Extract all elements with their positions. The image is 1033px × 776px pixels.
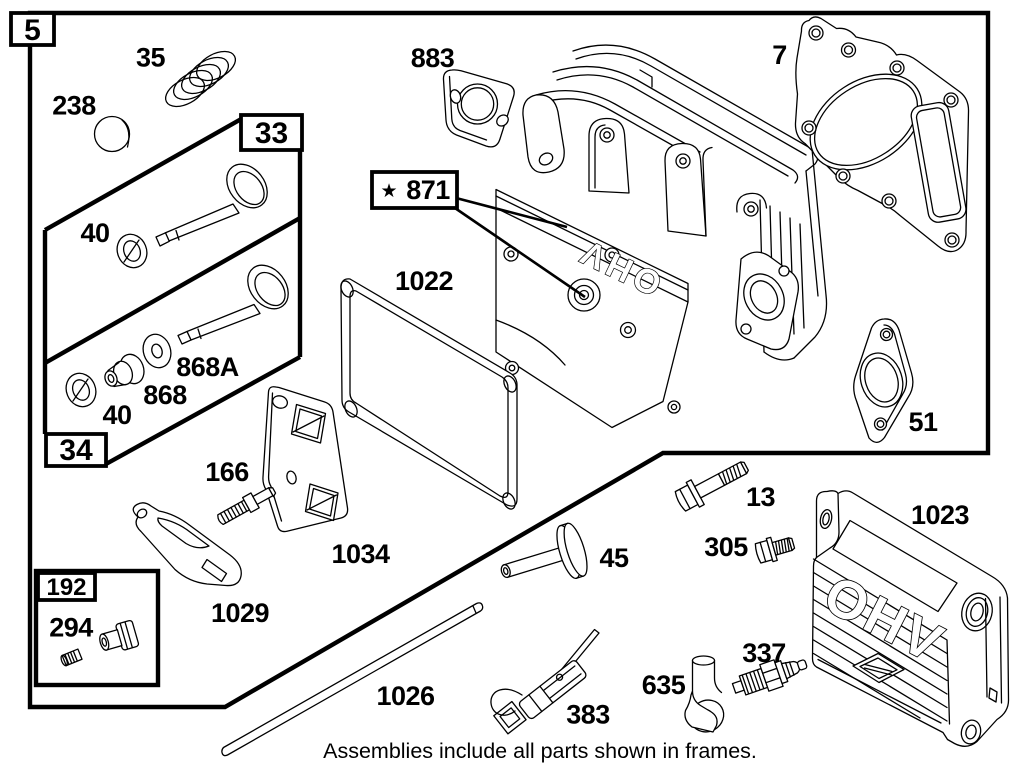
part-label-exhaust-gasket: 51 — [908, 407, 938, 437]
rocker-guide-drawing — [490, 628, 600, 735]
assembly-note: Assemblies include all parts shown in fr… — [323, 739, 757, 763]
intake-gasket-drawing — [442, 69, 515, 148]
part-label-rocker-arm: 1029 — [211, 598, 270, 628]
frame-34-label: 34 — [59, 434, 93, 467]
rocker-arm-drawing — [132, 502, 242, 587]
push-rod-tip-line — [472, 605, 477, 614]
part-label-spark-plug-boot: 635 — [642, 670, 686, 700]
exhaust-valve-drawing — [177, 264, 289, 345]
part-label-valve-cover-gasket: 1022 — [395, 266, 453, 296]
valve-cover-drawing: OHV — [811, 490, 1010, 747]
part-label-washer: 868A — [176, 352, 239, 382]
valve-washer-drawing — [142, 333, 172, 369]
part-label-pivot-hardware: 294 — [49, 613, 93, 643]
part-label-exhaust-seal: 40 — [102, 400, 131, 430]
spark-plug-boot-drawing — [684, 655, 725, 733]
head-bolt-drawing — [674, 461, 749, 512]
push-rod-drawing — [221, 602, 484, 757]
part-label-breather-plate: 1034 — [331, 539, 390, 569]
breather-plate-drawing — [262, 386, 349, 533]
frame-34-label-box — [44, 432, 108, 468]
tappet-drawing — [500, 522, 588, 579]
cylinder-head-drawing: OHV — [495, 44, 828, 429]
spark-plug-drawing — [731, 659, 808, 696]
frame-192-border — [33, 568, 161, 688]
frame-5-label: 5 — [24, 14, 41, 47]
part-label-intake-gasket: 883 — [411, 43, 455, 73]
intake-valve-drawing — [155, 163, 268, 247]
part-label-retainer: 868 — [143, 380, 187, 410]
head-assembly-star: ★ — [380, 181, 397, 202]
valve-spring-drawing — [164, 50, 237, 108]
valve-retainer-drawing — [104, 353, 145, 388]
frame-33-label-box — [239, 113, 304, 152]
part-label-tappet: 45 — [599, 543, 629, 573]
head-gasket-drawing — [794, 16, 970, 253]
pivot-hardware-drawing — [60, 619, 140, 667]
rocker-stud-drawing — [217, 487, 277, 526]
part-label-rocker-guide: 383 — [566, 700, 610, 730]
plug-cap-drawing — [93, 115, 131, 153]
head-assembly-leader-lines — [451, 196, 586, 299]
part-label-valve-spring: 35 — [136, 43, 166, 73]
part-label-screw: 305 — [704, 532, 748, 562]
part-label-plug-cap: 238 — [52, 91, 96, 121]
part-label-push-rod: 1026 — [376, 681, 435, 711]
exhaust-valve-seal-drawing — [65, 372, 97, 408]
frame-33-34-border — [42, 116, 303, 466]
frame-192-label: 192 — [46, 574, 86, 601]
part-label-valve-cover: 1023 — [911, 500, 970, 530]
part-label-spark-plug: 337 — [742, 638, 786, 668]
part-label-rocker-stud: 166 — [205, 457, 249, 487]
valve-cover-gasket-drawing — [340, 278, 518, 510]
frame-192-label-box — [36, 571, 97, 602]
part-label-head-bolt: 13 — [746, 482, 776, 512]
screw-drawing — [754, 536, 796, 564]
part-label-head-gasket: 7 — [772, 40, 787, 70]
head-assembly-label: 871 — [406, 175, 450, 205]
frame-33-label: 33 — [255, 117, 288, 150]
part-label-intake-seal: 40 — [80, 218, 109, 248]
frame-5-label-box — [9, 11, 56, 47]
exhaust-gasket-drawing — [853, 318, 914, 444]
head-assembly-label-box — [370, 170, 459, 210]
frame-5-border — [27, 10, 991, 710]
intake-valve-seal-drawing — [116, 233, 148, 269]
